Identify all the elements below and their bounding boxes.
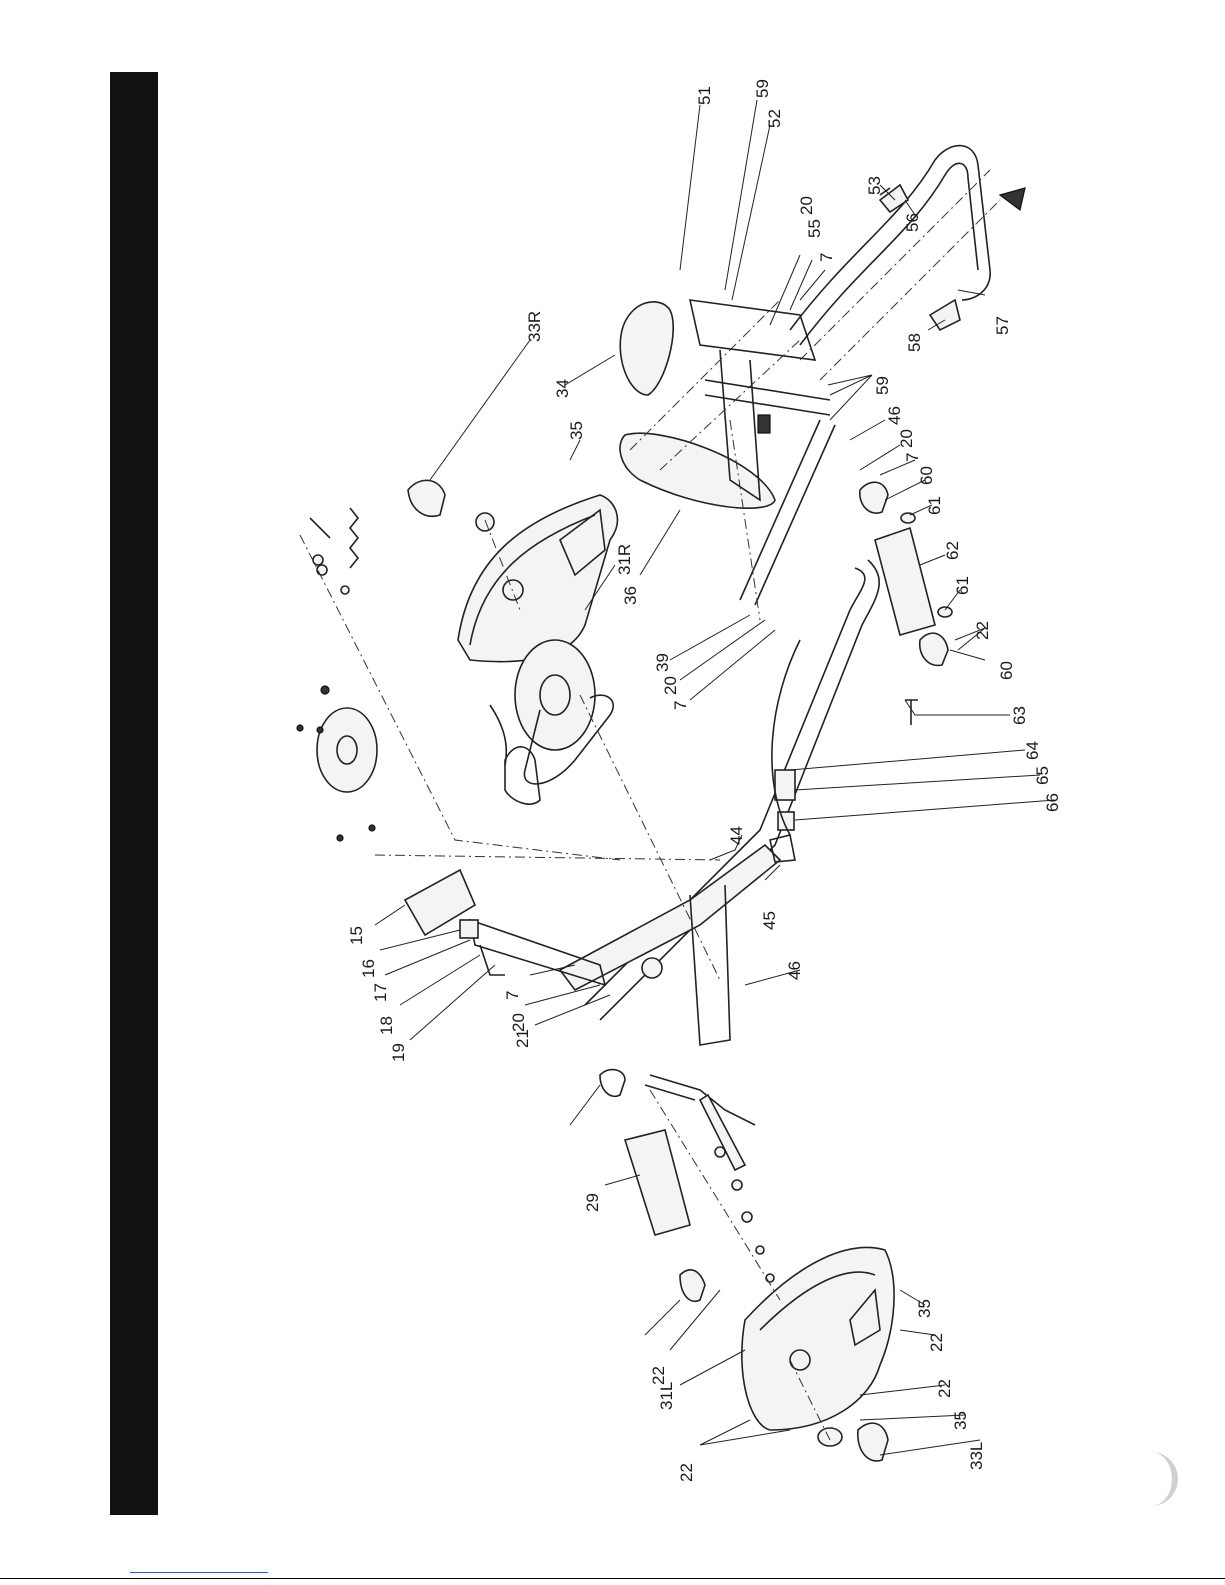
callout-label: 33L [967,1442,986,1470]
callout-label: 22 [677,1463,696,1482]
callout-label: 61 [953,576,972,595]
callout-label: 61 [925,496,944,515]
callout-label: 31L [657,1382,676,1410]
callout-label: 22 [935,1379,954,1398]
callout-label: 31R [615,544,634,575]
callout-label: 20 [661,676,680,695]
callout-label: 21 [513,1029,532,1048]
drive-assembly-drawing [317,640,613,804]
callout-label: 22 [973,621,992,640]
left-shroud-drawing [742,1248,894,1461]
callout-label: 53 [865,176,884,195]
callout-label: 18 [377,1016,396,1035]
callout-label: 33R [525,311,544,342]
callout-label: 22 [927,1333,946,1352]
footer-rule [0,1578,1225,1579]
callout-label: 63 [1010,706,1029,725]
callout-label: 15 [347,926,366,945]
callout-label: 64 [1023,741,1042,760]
callout-label: 59 [873,376,892,395]
callout-label: 52 [765,109,784,128]
callout-label: 58 [905,333,924,352]
callout-label: 60 [997,661,1016,680]
back-handlebar-drawing [790,146,1025,345]
callout-label: 17 [371,983,390,1002]
callout-label: 66 [1043,793,1062,812]
callout-label: 46 [885,406,904,425]
callout-label: 36 [621,586,640,605]
crank-assembly-drawing [600,1070,774,1282]
callout-label: 46 [785,961,804,980]
callout-label: 59 [753,79,772,98]
main-frame-drawing [560,560,879,1045]
callout-label: 7 [903,453,922,462]
callout-label: 65 [1033,766,1052,785]
right-shroud-drawing [408,480,617,661]
callout-label: 16 [359,959,378,978]
callout-label: 56 [903,213,922,232]
seat-assembly-drawing [620,300,835,605]
callout-label: 62 [943,541,962,560]
callout-label: 29 [583,1193,602,1212]
callout-label: 20 [897,429,916,448]
callout-label: 20 [797,196,816,215]
footer-link-underline [130,1572,268,1573]
callout-label: 7 [817,253,836,262]
callout-label: 51 [695,86,714,105]
callout-label: 60 [917,466,936,485]
callout-label: 7 [503,991,522,1000]
callout-label: 45 [760,911,779,930]
callout-label: 44 [727,826,746,845]
callout-label: 35 [567,421,586,440]
callout-label: 19 [389,1043,408,1062]
small-hardware-drawing [297,508,375,841]
callout-label: 35 [915,1299,934,1318]
callout-label: 7 [671,701,690,710]
callout-label: 34 [553,379,572,398]
callout-label: 39 [653,653,672,672]
callout-label: 55 [805,219,824,238]
front-stabilizer-drawing [625,1130,705,1301]
callout-label: 35 [951,1411,970,1430]
callout-label: 57 [993,316,1012,335]
